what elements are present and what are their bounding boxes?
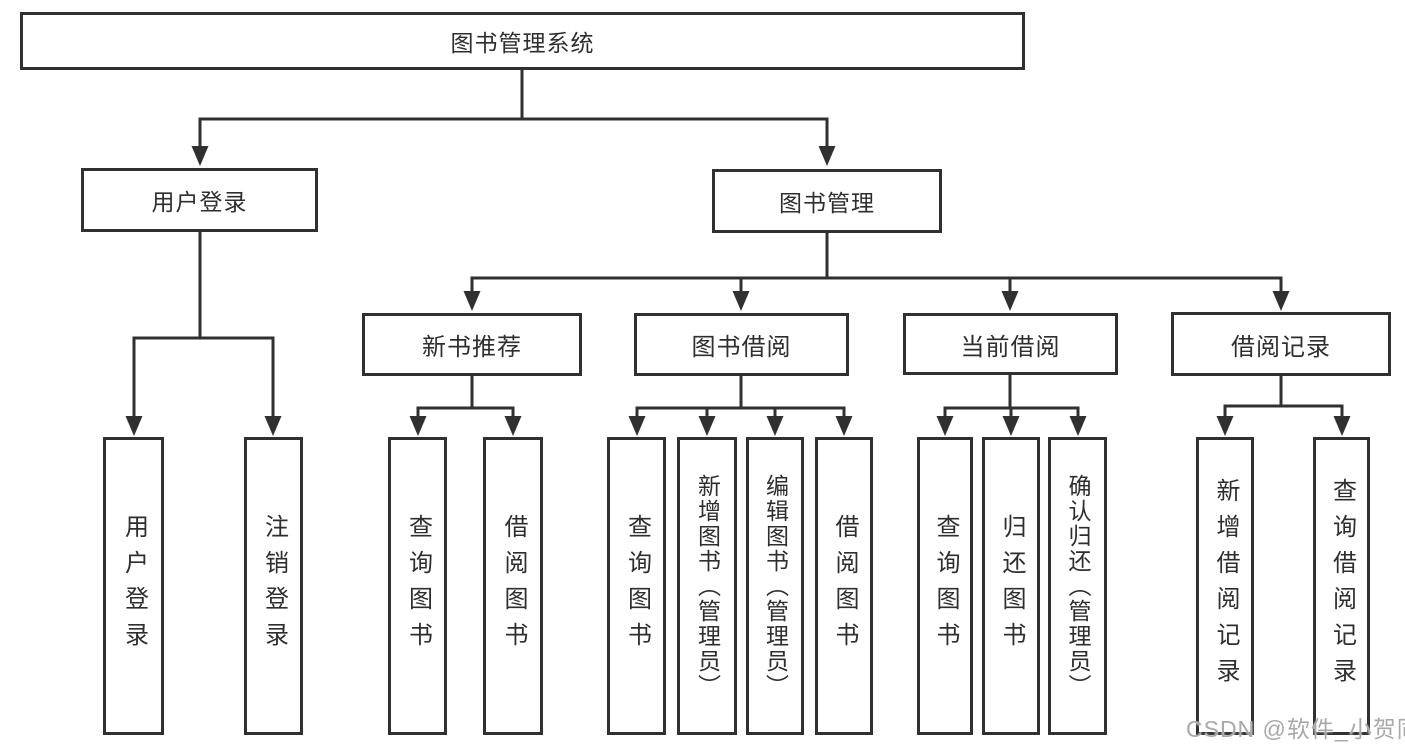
leaf-logout-label: 注销登录 [260,514,288,658]
node-user-login-label: 用户登录 [151,189,248,215]
edge-new-book-recommend-to-leaves [409,376,522,436]
node-current-borrow-label: 当前借阅 [960,333,1061,361]
leaf-query-borrow-record-label: 查询借阅记录 [1328,478,1356,694]
leaf-confirm-return-admin-label: 确认归还（管理员） [1065,473,1091,699]
csdn-watermark: CSDN @软件_小贺同学 [1186,716,1405,742]
leaf-query-books-borrow-label: 查询图书 [623,514,651,658]
leaf-borrow-books-label: 借阅图书 [831,514,858,658]
edge-root-to-level2 [191,70,836,166]
leaf-query-borrow-record: 查询借阅记录 [1313,437,1370,735]
node-book-management-label: 图书管理 [779,190,875,216]
edge-current-borrow-to-leaves [936,375,1087,436]
node-root-library-system: 图书管理系统 [20,12,1025,70]
leaf-return-books-label: 归还图书 [998,514,1025,658]
leaf-user-login: 用户登录 [103,437,164,735]
leaf-add-borrow-record-label: 新增借阅记录 [1212,478,1239,694]
node-book-management: 图书管理 [712,169,942,233]
leaf-query-books-recommend-label: 查询图书 [404,514,432,658]
leaf-borrow-books: 借阅图书 [815,437,873,735]
node-user-login: 用户登录 [81,168,318,232]
leaf-logout: 注销登录 [244,437,303,735]
leaf-user-login-label: 用户登录 [120,514,148,658]
leaf-confirm-return-admin: 确认归还（管理员） [1048,437,1107,735]
leaf-edit-book-admin-label: 编辑图书（管理员） [762,473,789,699]
leaf-add-book-admin: 新增图书（管理员） [677,437,737,735]
leaf-borrow-books-recommend-label: 借阅图书 [500,514,527,658]
leaf-add-book-admin-label: 新增图书（管理员） [694,473,721,699]
node-borrow-records: 借阅记录 [1171,312,1391,376]
node-current-borrow: 当前借阅 [903,313,1118,375]
edge-book-management-to-level3 [463,233,1290,311]
node-book-borrow-label: 图书借阅 [691,334,792,361]
leaf-borrow-books-recommend: 借阅图书 [483,437,543,735]
node-new-book-recommend-label: 新书推荐 [422,334,522,361]
leaf-return-books: 归还图书 [982,437,1040,735]
leaf-add-borrow-record: 新增借阅记录 [1196,437,1254,735]
node-borrow-records-label: 借阅记录 [1231,333,1331,361]
node-book-borrow: 图书借阅 [634,313,849,376]
leaf-query-books-borrow: 查询图书 [607,437,666,735]
node-root-label: 图书管理系统 [450,30,595,56]
edge-book-borrow-to-leaves [628,376,853,436]
leaf-query-books-recommend: 查询图书 [388,437,447,735]
leaf-query-books-current-label: 查询图书 [932,514,959,658]
node-new-book-recommend: 新书推荐 [362,313,582,376]
leaf-query-books-current: 查询图书 [917,437,973,735]
edge-borrow-records-to-leaves [1216,376,1351,436]
edge-user-login-to-leaves [125,232,282,436]
leaf-edit-book-admin: 编辑图书（管理员） [746,437,804,735]
